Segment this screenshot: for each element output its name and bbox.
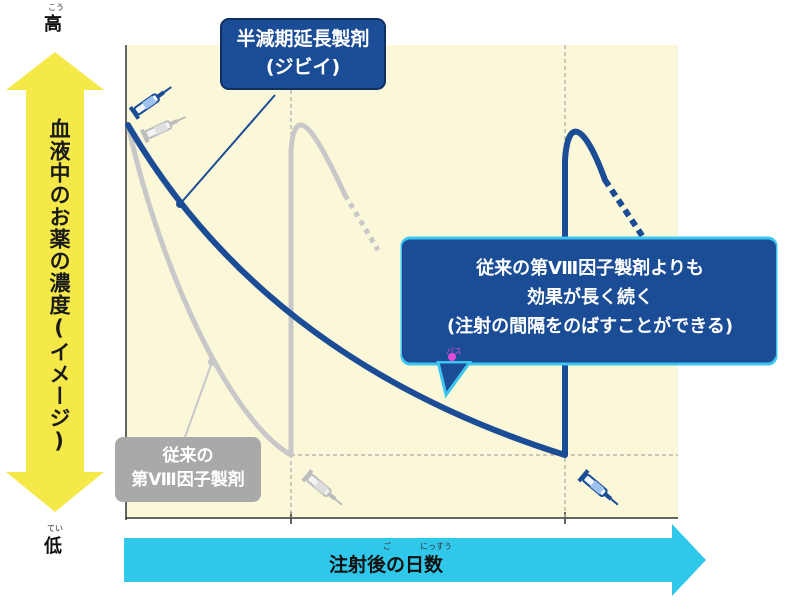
conventional-curve-1 — [125, 122, 294, 458]
extended-curve-2-continuation — [602, 178, 648, 242]
benefit-text: 従来の第Ⅷ因子製剤よりも 効果が長く続く (注射の間隔をのばすことができる) — [405, 254, 775, 341]
concentration-arrow — [6, 52, 104, 512]
y-axis-label: 血液中のお薬の濃度(イメージ) — [47, 118, 71, 454]
benefit-line1: 従来の第Ⅷ因子製剤よりも — [476, 258, 704, 279]
x-axis-label: 注射後の日数 — [328, 554, 443, 576]
extended-title: 半減期延長製剤 — [236, 28, 370, 50]
benefit-line2: 効果が長く続く — [527, 287, 653, 308]
benefit-line3: (注射の間隔をのばすことができる) — [446, 316, 734, 337]
conventional-label: 従来の 第Ⅷ因子製剤 — [118, 444, 258, 492]
days-arrow — [124, 524, 706, 596]
extended-curve-2 — [562, 128, 608, 458]
conventional-leader — [184, 361, 213, 438]
extended-subtitle: (ジビイ) — [265, 56, 341, 78]
conventional-callout-box — [115, 437, 261, 502]
conventional-curve-2 — [288, 122, 348, 458]
extended-curve-1 — [125, 122, 568, 458]
mascot-dot — [448, 353, 456, 361]
low-label: 低 — [44, 536, 62, 557]
x-ruby-nissuu: にっすう — [420, 542, 452, 551]
bubble-tail — [436, 360, 473, 399]
conventional-line2: 第Ⅷ因子製剤 — [131, 470, 245, 490]
extended-leader — [179, 94, 276, 205]
high-label: 高 — [44, 14, 62, 35]
mascot-label: パス — [446, 347, 462, 356]
x-ruby-go: ご — [383, 542, 391, 551]
extended-callout-box — [220, 18, 386, 90]
conventional-line1: 従来の — [162, 446, 214, 466]
conventional-curve-2-continuation — [342, 193, 381, 252]
high-ruby: こう — [48, 3, 64, 12]
low-ruby: てい — [47, 524, 63, 533]
